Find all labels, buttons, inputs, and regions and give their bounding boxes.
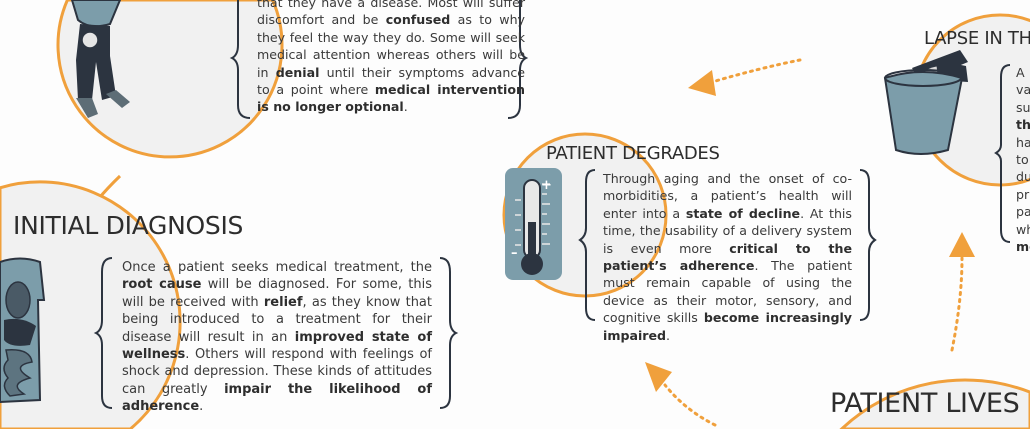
text-segment: as to why they feel the way they do. Som…	[257, 12, 526, 80]
initial-diagnosis-title: INITIAL DIAGNOSIS	[13, 211, 244, 240]
person-hunched-icon	[70, 0, 130, 118]
emphasized-text: improved state of wellness	[122, 329, 432, 363]
emphasized-text: mo	[1016, 239, 1030, 255]
lapse-title: LAPSE IN TH	[924, 28, 1030, 49]
arrow-lives-to-lapse	[949, 232, 975, 352]
text-segment: that they have a disease. Most will suff…	[257, 0, 525, 28]
text-segment: pr	[1016, 186, 1030, 202]
text-segment: su	[1016, 99, 1030, 115]
emphasized-text: state of decline	[685, 205, 801, 221]
patient-degrades-title: PATIENT DEGRADES	[546, 143, 720, 164]
patient-lives-title: PATIENT LIVES B	[830, 388, 1030, 419]
lives-circle	[839, 378, 1030, 429]
trash-can-pills-icon	[883, 50, 968, 155]
text-segment: ha	[1016, 134, 1030, 150]
torso-anatomy-icon	[0, 257, 46, 404]
text-segment: to	[1016, 152, 1029, 168]
patient-degrades-paragraph: Through aging and the onset of co-morbid…	[603, 170, 852, 344]
thermometer-icon: + –	[505, 168, 562, 280]
svg-text:+: +	[541, 178, 552, 193]
text-segment: , as they know that being introduced to …	[122, 294, 432, 345]
text-segment: .	[666, 327, 671, 343]
text-segment: A	[1016, 65, 1025, 80]
text-segment: Once a patient seeks medical treatment, …	[122, 260, 432, 275]
text-segment: Through aging and the onset of co-morbid…	[603, 171, 852, 221]
emphasized-text: relief	[263, 294, 303, 310]
initial-diagnosis-paragraph: Once a patient seeks medical treatment, …	[122, 259, 432, 416]
emphasized-text: medical intervention is no longer option…	[257, 82, 525, 115]
emphasized-text: denial	[275, 64, 320, 80]
emphasized-text: confused	[385, 12, 451, 28]
arrow-lives-to-degrades	[645, 362, 717, 427]
text-segment: pa	[1016, 204, 1030, 220]
text-segment: . The patient must remain capable of usi…	[603, 258, 853, 326]
text-segment: will be diagnosed. For some, this will b…	[122, 277, 432, 310]
text-segment: until their symptoms advance to a point …	[257, 64, 525, 98]
text-segment: .	[403, 99, 408, 115]
emphasized-text: root cause	[122, 277, 202, 293]
emphasized-text: become increasingly impaired	[603, 310, 852, 343]
text-segment: du	[1016, 169, 1030, 185]
diagnosis-circle	[0, 180, 182, 429]
text-segment: . Others will respond with feelings of s…	[122, 347, 432, 397]
symptoms-circle	[56, 0, 284, 159]
text-segment: . At this time, the usability of a deliv…	[603, 205, 852, 256]
symptoms-paragraph: that they have a disease. Most will suff…	[257, 0, 525, 116]
text-segment: va	[1016, 82, 1030, 98]
text-segment: wh	[1016, 221, 1030, 237]
svg-text:–: –	[511, 246, 518, 261]
bracket-decorations	[93, 0, 1011, 409]
emphasized-text: critical to the patient’s adherence	[603, 240, 852, 274]
emphasized-text: th	[1016, 117, 1030, 133]
emphasized-text: impair the likelihood of adherence	[122, 381, 432, 415]
arrow-lapse-to-degrades	[688, 58, 802, 96]
text-segment: .	[199, 399, 204, 415]
